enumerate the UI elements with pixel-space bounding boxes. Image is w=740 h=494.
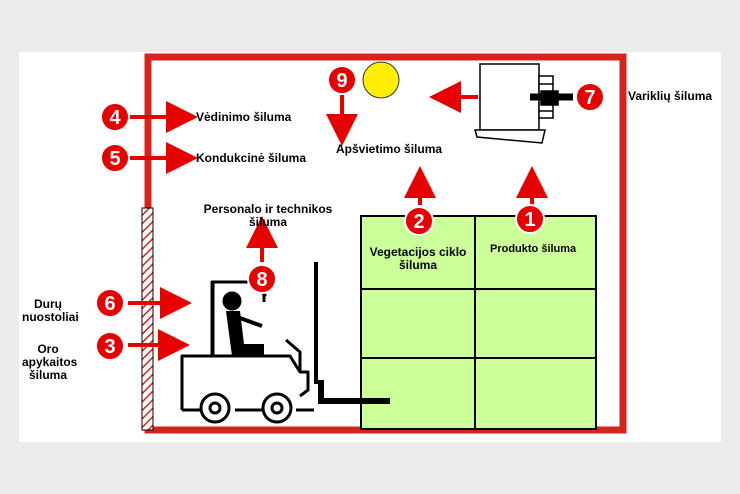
marker-5-number: 5 xyxy=(109,148,120,170)
label-duru: Durų nuostoliai xyxy=(22,297,79,324)
marker-9: 9 xyxy=(327,65,357,95)
label-oro: Oro apykaitos šiluma xyxy=(22,342,78,382)
markers: 1 2 3 4 5 6 7 8 9 xyxy=(95,65,605,361)
marker-4-number: 4 xyxy=(109,107,121,129)
marker-4: 4 xyxy=(100,102,130,132)
marker-1-number: 1 xyxy=(524,209,535,231)
label-kondukcine: Kondukcinė šiluma xyxy=(196,151,307,165)
product-rack xyxy=(360,215,597,430)
door xyxy=(141,207,154,431)
marker-5: 5 xyxy=(100,143,130,173)
label-personalo: Personalo ir technikos šiluma xyxy=(203,202,333,229)
marker-7-number: 7 xyxy=(584,87,595,109)
marker-6: 6 xyxy=(95,288,125,318)
marker-2-number: 2 xyxy=(413,211,424,233)
marker-7: 7 xyxy=(575,82,605,112)
marker-3-number: 3 xyxy=(104,336,115,358)
label-vegetacijos: Vegetacijos ciklo šiluma xyxy=(369,245,467,272)
marker-1: 1 xyxy=(515,204,545,234)
marker-8-number: 8 xyxy=(256,269,267,291)
label-apsvietimo: Apšvietimo šiluma xyxy=(336,142,443,156)
marker-6-number: 6 xyxy=(104,293,115,315)
marker-2: 2 xyxy=(404,206,434,236)
label-variklu: Variklių šiluma xyxy=(628,89,713,103)
lamp xyxy=(362,61,400,99)
label-vedinimo: Vėdinimo šiluma xyxy=(196,110,292,124)
label-produkto: Produkto šiluma xyxy=(490,243,577,255)
heat-arrows xyxy=(128,81,573,361)
marker-3: 3 xyxy=(95,331,125,361)
forklift xyxy=(180,262,390,424)
marker-8: 8 xyxy=(247,264,277,294)
marker-9-number: 9 xyxy=(336,70,347,92)
